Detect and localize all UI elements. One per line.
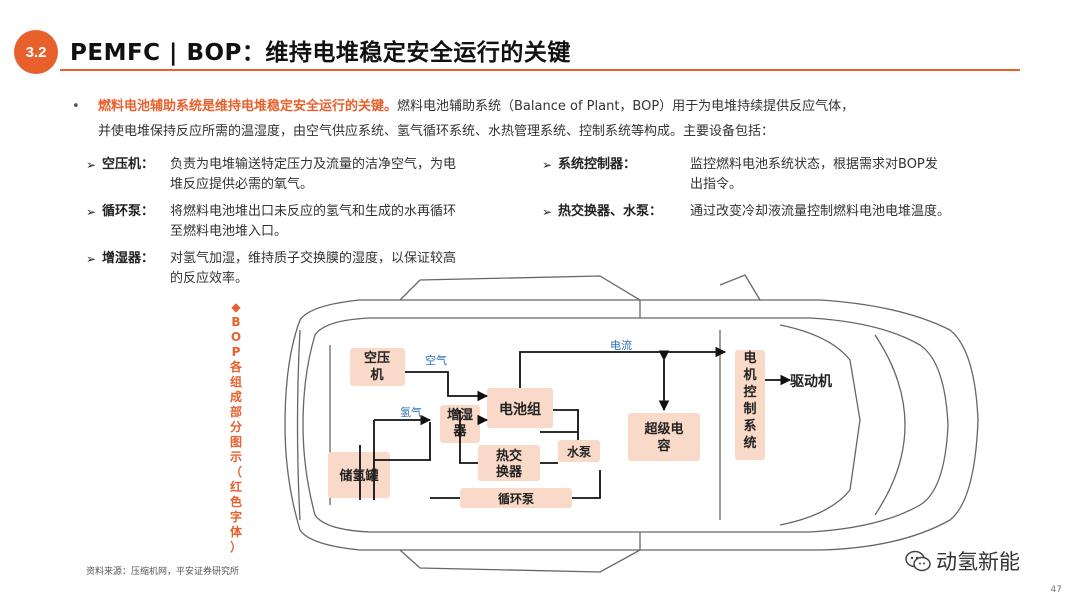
label-hydrogen: 氢气	[400, 405, 422, 419]
label-stack: 电池组	[499, 401, 541, 418]
item-name: 循环泵：	[102, 204, 155, 219]
chevron-right-icon: ➢	[86, 205, 97, 219]
section-number-badge: 3.2	[14, 30, 58, 74]
item-air-compressor: ➢ 空压机： 负责为电堆输送特定压力及流量的洁净空气，为电 堆反应提供必需的氧气…	[86, 155, 536, 199]
item-desc: 通过改变冷却液流量控制燃料电池电堆温度。	[690, 204, 951, 219]
wechat-icon	[905, 550, 931, 572]
item-name: 系统控制器：	[558, 157, 637, 172]
label-drive-motor: 驱动机	[790, 373, 832, 390]
item-desc: 出指令。	[690, 177, 743, 192]
chevron-right-icon: ➢	[86, 252, 97, 266]
label-hydrogen-tank: 储氢罐	[338, 468, 378, 484]
brand-logo: 动氢新能	[904, 546, 1020, 576]
item-humidifier: ➢ 增湿器： 对氢气加湿，维持质子交换膜的湿度，以保证较高 的反应效率。	[86, 249, 536, 293]
label-supercapacitor: 超级电容	[644, 421, 683, 454]
intro-line1: 燃料电池辅助系统（Balance of Plant，BOP）用于为电堆持续提供反…	[397, 99, 855, 114]
item-desc: 将燃料电池堆出口未反应的氢气和生成的水再循环	[170, 204, 457, 219]
item-desc: 对氢气加湿，维持质子交换膜的湿度，以保证较高	[170, 251, 457, 266]
bullet-dot: •	[72, 99, 80, 114]
bop-vehicle-diagram: 空压机 空气 氢气 增湿器 电池组 电流 电机控制系统 驱动机 超级电容 水泵 …	[284, 274, 979, 573]
label-water-pump: 水泵	[567, 444, 591, 459]
label-circulation-pump: 循环泵	[498, 491, 534, 506]
item-name: 增湿器：	[102, 251, 155, 266]
item-desc: 的反应效率。	[170, 271, 249, 286]
intro-line2: 并使电堆保持反应所需的温湿度，由空气供应系统、氢气循环系统、水热管理系统、控制系…	[98, 124, 775, 139]
car-outline	[284, 274, 979, 573]
item-name: 热交换器、水泵：	[558, 204, 663, 219]
item-desc: 堆反应提供必需的氧气。	[170, 177, 314, 192]
page-title: PEMFC | BOP：维持电堆稳定安全运行的关键	[70, 40, 571, 66]
flow-lines	[359, 346, 792, 500]
label-current: 电流	[610, 338, 632, 352]
item-heat-exchanger: ➢ 热交换器、水泵： 通过改变冷却液流量控制燃料电池电堆温度。	[542, 202, 1012, 226]
label-heat-exchanger: 热交换器	[496, 448, 523, 480]
label-humidifier: 增湿器	[447, 407, 473, 439]
item-desc: 至燃料电池堆入口。	[170, 224, 288, 239]
title-divider	[60, 69, 1020, 71]
source-note: 资料来源：压缩机网，平安证券研究所	[86, 567, 240, 577]
chevron-right-icon: ➢	[542, 158, 553, 172]
chevron-right-icon: ➢	[542, 205, 553, 219]
item-desc: 负责为电堆输送特定压力及流量的洁净空气，为电	[170, 157, 457, 172]
label-air: 空气	[425, 353, 447, 367]
intro-highlight: 燃料电池辅助系统是维持电堆稳定安全运行的关键。	[98, 99, 398, 114]
label-motor-controller: 电机控制系统	[743, 350, 756, 451]
item-name: 空压机：	[102, 157, 155, 172]
label-air-compressor: 空压机	[364, 350, 390, 383]
diagram-boxes	[328, 348, 765, 508]
item-circulation-pump: ➢ 循环泵： 将燃料电池堆出口未反应的氢气和生成的水再循环 至燃料电池堆入口。	[86, 202, 536, 246]
intro-paragraph: • 燃料电池辅助系统是维持电堆稳定安全运行的关键。燃料电池辅助系统（Balanc…	[72, 94, 1006, 144]
page-number: 47	[1050, 585, 1062, 595]
item-system-controller: ➢ 系统控制器： 监控燃料电池系统状态，根据需求对BOP发 出指令。	[542, 155, 1012, 199]
chevron-right-icon: ➢	[86, 158, 97, 172]
item-desc: 监控燃料电池系统状态，根据需求对BOP发	[690, 157, 938, 172]
brand-name: 动氢新能	[936, 550, 1020, 574]
